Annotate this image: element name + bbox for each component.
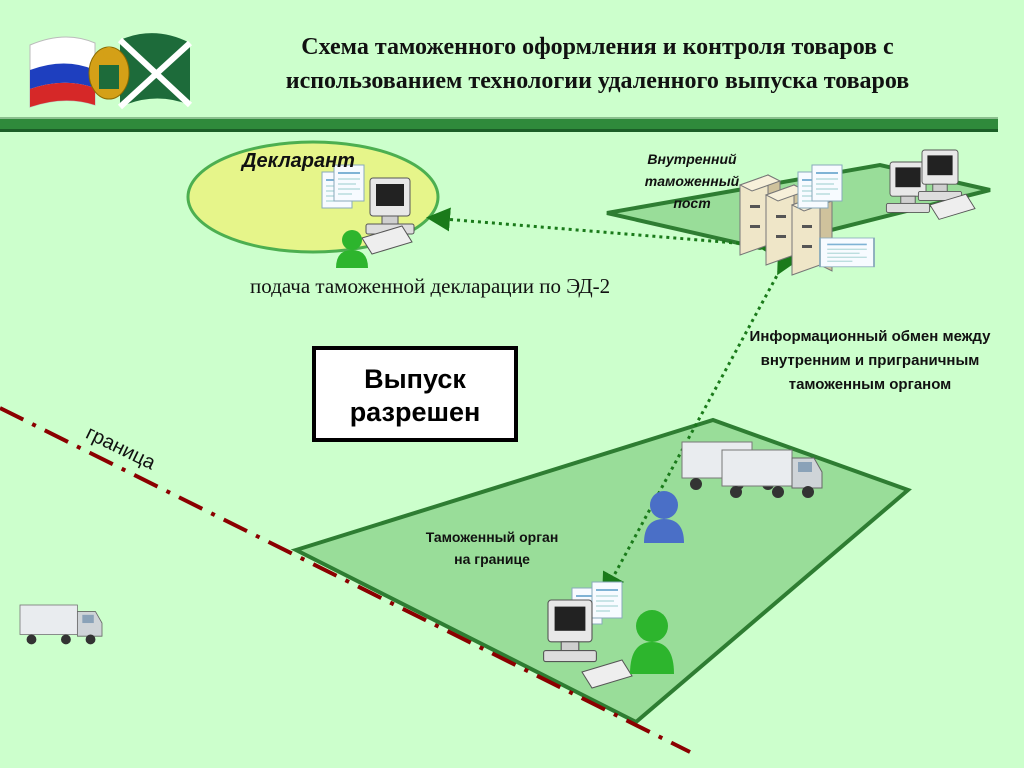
person-icon — [336, 230, 368, 268]
title-line-1: Схема таможенного оформления и контроля … — [301, 34, 894, 60]
document-icon — [818, 236, 876, 269]
customs-flag-emblem — [29, 33, 193, 110]
release-status-box: Выпуск разрешен — [312, 346, 518, 442]
exchange-line-3: таможенным органом — [788, 376, 952, 393]
inner-post-line-3: пост — [673, 195, 711, 211]
inner-post-line-1: Внутренний — [647, 151, 737, 167]
exchange-line-1: Информационный обмен между — [749, 328, 991, 345]
declarant-label: Декларант — [242, 150, 355, 172]
inner-post-label: Внутренний таможенный пост — [618, 148, 766, 214]
computer-icon — [917, 149, 963, 201]
person-icon — [630, 610, 674, 674]
truck-icon — [19, 604, 103, 645]
border-customs-label: Таможенный орган на границе — [392, 526, 592, 570]
inner-post-line-2: таможенный — [644, 173, 740, 189]
border-org-line-1: Таможенный орган — [425, 529, 559, 545]
border-org-line-2: на границе — [454, 551, 530, 567]
computer-icon — [365, 177, 415, 235]
arrow-declarant-post — [426, 207, 779, 259]
document-icon — [591, 581, 623, 619]
exchange-label: Информационный обмен между внутренним и … — [720, 325, 1020, 397]
arrow-exchange — [602, 248, 800, 598]
person-icon — [644, 491, 684, 543]
submission-label: подача таможенной декларации по ЭД-2 — [250, 274, 611, 298]
release-line-2: разрешен — [349, 397, 481, 427]
header-divider — [0, 117, 998, 132]
document-icon — [811, 164, 843, 202]
computer-icon — [543, 599, 597, 663]
page-title: Схема таможенного оформления и контроля … — [205, 30, 990, 98]
release-line-1: Выпуск — [364, 364, 466, 394]
exchange-line-2: внутренним и приграничным — [760, 352, 980, 369]
title-line-2: использованием технологии удаленного вып… — [285, 68, 910, 94]
